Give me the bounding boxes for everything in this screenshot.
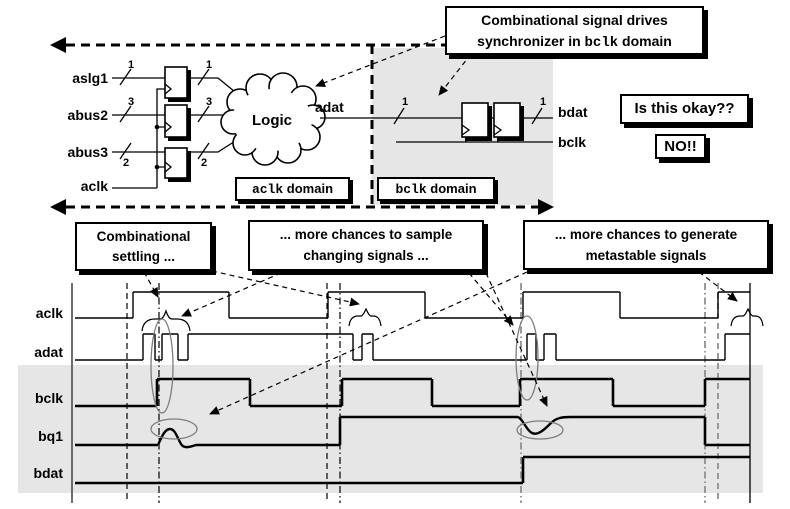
bus-width-in-3: 2 (123, 157, 130, 169)
bdat-wire-label: bdat (558, 104, 588, 120)
waveform-bq1 (75, 415, 750, 447)
adat-glitch-brace-2 (348, 307, 382, 327)
logic-cloud (220, 72, 326, 166)
bclk-domain-schematic (393, 102, 553, 143)
timing-label-aclk: aclk (35, 305, 63, 321)
signal-label-aclk: aclk (80, 178, 108, 194)
bus-width-out-2: 3 (206, 96, 213, 108)
bq1-metastable-settle-1 (156, 427, 203, 449)
signal-label-aslg1: aslg1 (72, 70, 108, 86)
logic-cloud-label: Logic (252, 112, 292, 129)
annotation-arrows (143, 35, 738, 415)
aclk-domain-label-box: aclk domain (235, 177, 350, 201)
highlight-ellipse-adat-bclk-2 (515, 315, 539, 401)
bclk-domain-label-box: bclk domain (377, 177, 495, 201)
callout-more-chances-metastable: ... more chances to generate metastable … (523, 220, 769, 270)
callout-more-chances-sample: ... more chances to sample changing sign… (248, 220, 484, 271)
callout-combinational-settling: Combinational settling ... (75, 222, 212, 271)
timing-bclk-band (18, 365, 763, 493)
aclk-domain-schematic (112, 66, 462, 189)
domain-border (50, 37, 554, 215)
adat-glitch-brace-3 (730, 307, 764, 327)
highlight-ellipse-bq1-2 (516, 420, 564, 440)
callout-combinational-drives: Combinational signal drives synchronizer… (445, 6, 704, 55)
aclk-domain-rest: domain (286, 181, 334, 196)
bclk-domain-rest: domain (430, 181, 477, 196)
highlight-ellipse-bq1-1 (150, 418, 198, 440)
callout-combinational-line2: synchronizer in bclk domain (477, 33, 672, 51)
left-arrow-bottom (50, 199, 66, 215)
timing-label-bq1: bq1 (38, 428, 63, 444)
bus-width-out-1: 1 (206, 59, 213, 71)
bus-width-sync-out: 1 (540, 96, 547, 108)
right-arrow-bottom (538, 199, 554, 215)
aclk-domain-mono: aclk (251, 182, 284, 197)
adat-wire-label: adat (315, 99, 344, 115)
signal-label-abus3: abus3 (67, 144, 108, 160)
callout-combinational-line1: Combinational signal drives (481, 12, 668, 28)
bus-width-out-3: 2 (201, 157, 208, 169)
timing-label-adat: adat (34, 344, 63, 360)
bus-width-sync-in: 1 (402, 96, 409, 108)
left-arrow-top (50, 37, 66, 53)
bus-width-in-2: 3 (128, 96, 135, 108)
timing-label-bclk: bclk (34, 390, 63, 406)
timing-reference-lines (71, 283, 751, 503)
waveform-adat (75, 333, 750, 361)
waveform-bclk (75, 377, 750, 408)
bclk-domain-mono: bclk (395, 182, 427, 197)
callout-is-this-okay: Is this okay?? (620, 94, 749, 124)
highlight-ellipse-adat-bclk-1 (150, 318, 174, 414)
signal-label-abus2: abus2 (67, 107, 108, 123)
waveform-aclk (75, 291, 750, 319)
bus-width-in-1: 1 (128, 59, 135, 71)
callout-no: NO!! (655, 134, 706, 159)
waveform-bdat (75, 455, 750, 485)
adat-glitch-brace-1 (141, 309, 191, 332)
bclk-wire-label: bclk (558, 134, 587, 150)
timing-label-bdat: bdat (33, 465, 63, 481)
bq1-metastable-settle-2 (517, 415, 571, 435)
